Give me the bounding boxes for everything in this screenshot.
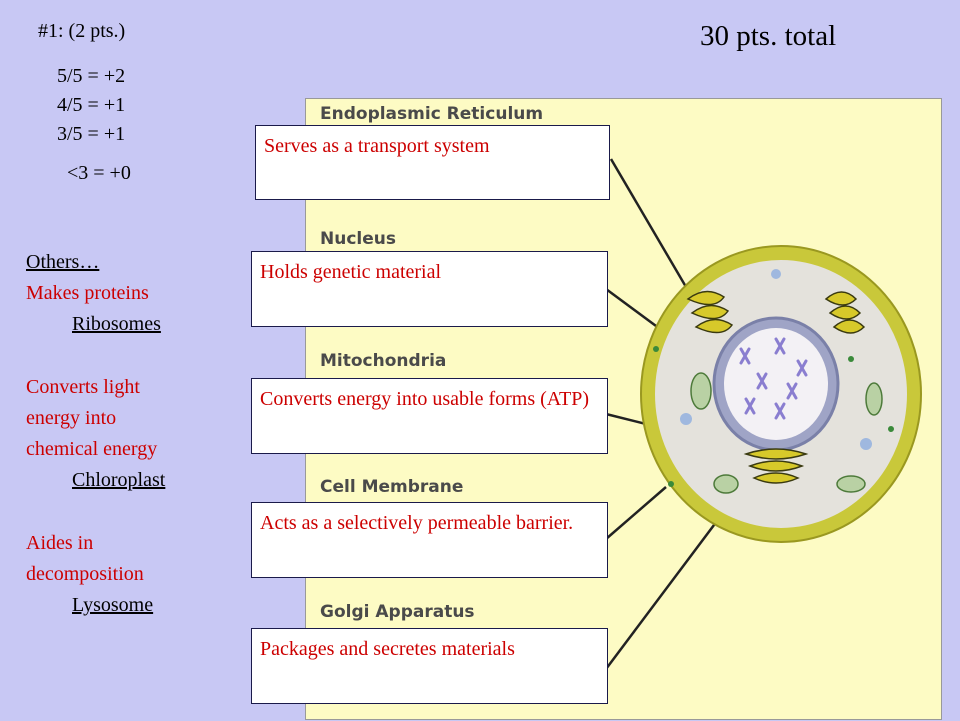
mitochondrion: [865, 382, 883, 416]
pointer-line-er: [609, 158, 698, 305]
total-points: 30 pts. total: [700, 20, 837, 52]
answer-box-membrane: Acts as a selectively permeable barrier.: [251, 502, 608, 578]
clue-text: Aides in: [26, 532, 94, 554]
chromosome: [774, 337, 786, 355]
answer-box-golgi: Packages and secretes materials: [251, 628, 608, 704]
vesicle: [771, 269, 781, 279]
mitochondrion: [836, 475, 866, 493]
er-stack: [686, 290, 726, 306]
er-stack: [690, 304, 730, 320]
chromosome: [756, 372, 768, 390]
clue-answer: Chloroplast: [72, 469, 166, 491]
label-er: Endoplasmic Reticulum: [320, 104, 544, 124]
pointer-line-membrane: [605, 486, 667, 540]
vesicle: [860, 438, 872, 450]
clue-text: decomposition: [26, 563, 144, 585]
clue-text: energy into: [26, 407, 117, 429]
golgi-stack: [743, 448, 809, 460]
others-heading: Others…: [26, 251, 100, 273]
cell-illustration: [605, 158, 922, 670]
mitochondrion: [690, 372, 712, 410]
er-stack: [694, 318, 734, 334]
mitochondrion: [713, 474, 739, 494]
ribosome: [668, 481, 674, 487]
score-line: <3 = +0: [62, 162, 131, 184]
er-stack: [824, 291, 858, 306]
question-title: #1: (2 pts.): [38, 20, 126, 42]
cell-diagram-panel: Endoplasmic Reticulum Nucleus Mitochondr…: [305, 98, 942, 720]
clue-text: Converts light: [26, 376, 140, 398]
label-mitochondria: Mitochondria: [320, 351, 447, 371]
vesicle: [680, 413, 692, 425]
ribosome: [848, 356, 854, 362]
score-line: 4/5 = +1: [57, 94, 126, 116]
label-golgi: Golgi Apparatus: [320, 602, 475, 622]
label-nucleus: Nucleus: [320, 229, 396, 249]
chromosome: [796, 359, 808, 377]
score-line: 3/5 = +1: [57, 123, 126, 145]
chromosome: [739, 347, 751, 365]
clue-text: chemical energy: [26, 438, 158, 460]
golgi-stack: [747, 460, 805, 472]
clue-text: Makes proteins: [26, 282, 149, 304]
golgi-stack: [752, 472, 800, 484]
answer-box-er: Serves as a transport system: [255, 125, 610, 200]
chromosome: [744, 397, 756, 415]
answer-box-nucleus: Holds genetic material: [251, 251, 608, 327]
nucleus-interior: [724, 328, 828, 440]
score-line: 5/5 = +2: [57, 65, 126, 87]
er-stack: [832, 319, 866, 334]
clue-answer: Ribosomes: [72, 313, 161, 335]
clue-answer: Lysosome: [72, 594, 154, 616]
label-cell-membrane: Cell Membrane: [320, 477, 464, 497]
ribosome: [653, 346, 659, 352]
chromosome: [786, 382, 798, 400]
answer-box-mitochondria: Converts energy into usable forms (ATP): [251, 378, 608, 454]
chromosome: [774, 402, 786, 420]
ribosome: [888, 426, 894, 432]
er-stack: [828, 305, 862, 320]
